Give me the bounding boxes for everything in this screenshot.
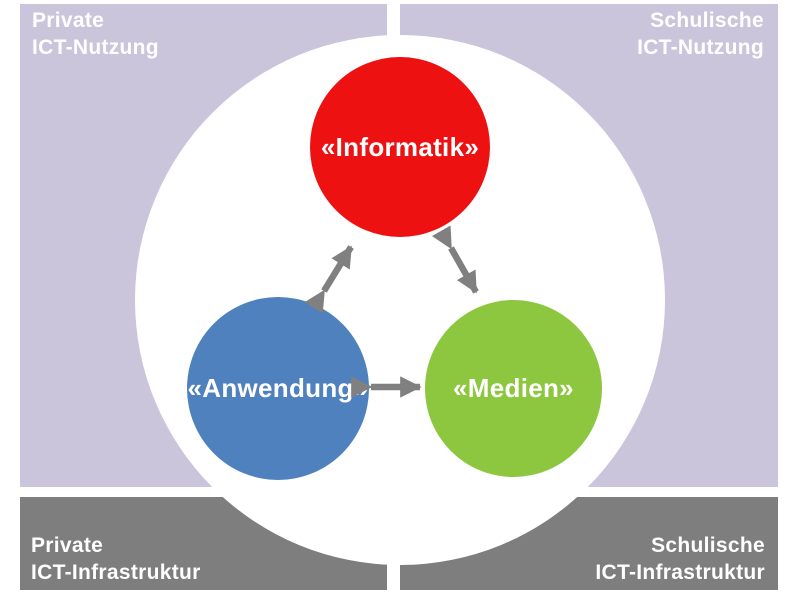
informatik-label: «Informatik» xyxy=(320,131,480,162)
label-schulische-ict-infrastruktur: Schulische ICT-Infrastruktur xyxy=(595,532,765,586)
label-line: Private xyxy=(31,534,104,557)
medien-circle: «Medien» xyxy=(425,300,602,477)
label-line: ICT-Infrastruktur xyxy=(595,561,765,584)
medien-label: «Medien» xyxy=(453,373,574,403)
anwendung-label: «Anwendung» xyxy=(187,373,369,403)
informatik-circle: «Informatik» xyxy=(310,57,490,237)
label-private-ict-infrastruktur: Private ICT-Infrastruktur xyxy=(31,532,201,586)
label-line: Schulische xyxy=(651,534,765,557)
label-line: ICT-Nutzung xyxy=(637,36,764,59)
anwendung-circle: «Anwendung» xyxy=(187,297,369,480)
label-schulische-ict-nutzung: Schulische ICT-Nutzung xyxy=(637,7,764,61)
label-line: ICT-Infrastruktur xyxy=(31,561,201,584)
label-line: Private xyxy=(32,9,105,32)
label-line: Schulische xyxy=(650,9,764,32)
label-line: ICT-Nutzung xyxy=(32,36,159,59)
label-private-ict-nutzung: Private ICT-Nutzung xyxy=(32,7,159,61)
